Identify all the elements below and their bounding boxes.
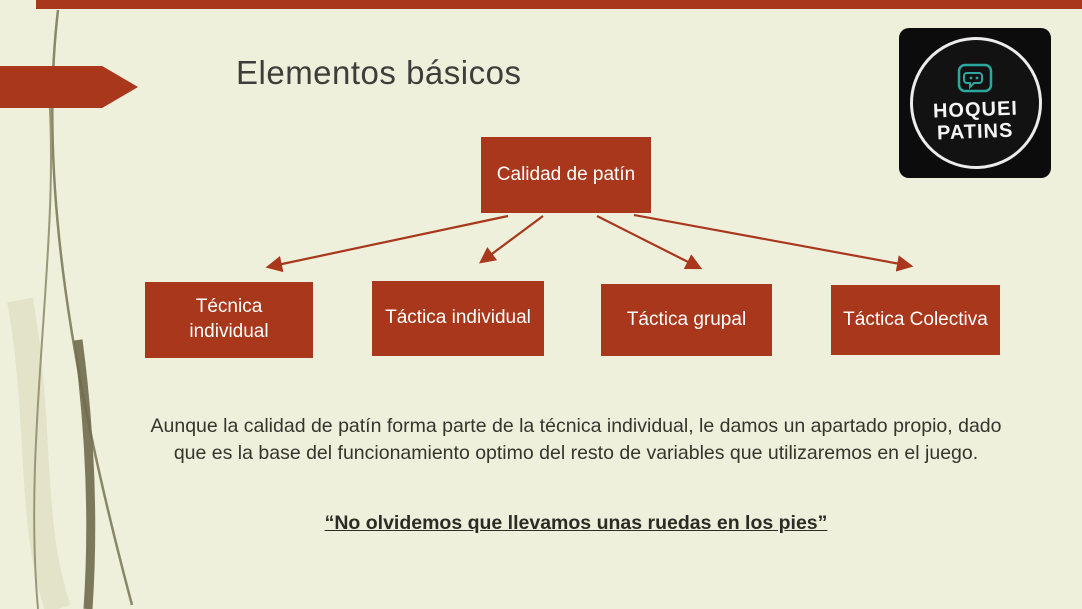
page-title: Elementos básicos	[236, 54, 522, 91]
top-accent-bar	[36, 0, 1082, 9]
logo-text-line2: PATINS	[936, 119, 1014, 145]
accent-arrow-shape	[0, 66, 138, 108]
node-calidad-de-patin: Calidad de patín	[481, 137, 651, 213]
body-paragraph: Aunque la calidad de patín forma parte d…	[150, 415, 1002, 464]
node-tactica-individual: Táctica individual	[372, 281, 544, 356]
node-tactica-colectiva: Táctica Colectiva	[831, 285, 1000, 355]
chat-bubble-icon	[957, 63, 993, 93]
quote-text: “No olvidemos que llevamos unas ruedas e…	[324, 512, 828, 534]
node-tecnica-individual: Técnica individual	[145, 282, 313, 358]
hoquei-patins-logo: HOQUEI PATINS	[899, 28, 1051, 178]
logo-content: HOQUEI PATINS	[899, 28, 1051, 178]
node-tactica-grupal: Táctica grupal	[601, 284, 772, 356]
logo-text-line1: HOQUEI	[932, 97, 1018, 123]
